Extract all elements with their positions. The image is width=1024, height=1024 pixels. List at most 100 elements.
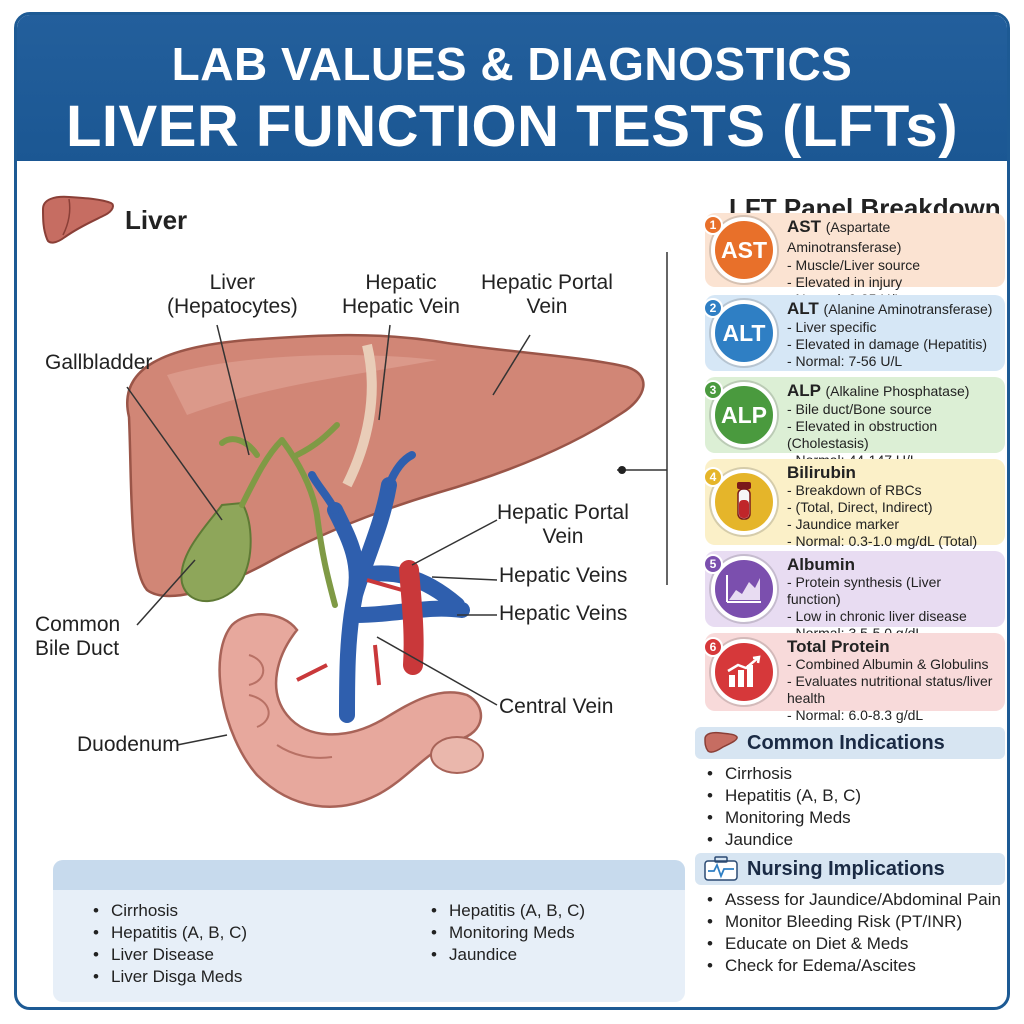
label-portal-right: Hepatic Portal Vein: [497, 501, 629, 548]
alt-number: 2: [703, 298, 723, 318]
header-banner: LAB VALUES & DIAGNOSTICS LIVER FUNCTION …: [17, 15, 1007, 161]
albumin-badge: 5: [703, 554, 777, 622]
duodenum-opening: [430, 736, 484, 774]
liver-lobe: [126, 333, 645, 598]
bottom-item: Liver Disga Meds: [93, 966, 247, 988]
label-portal-top: Hepatic Portal Vein: [481, 271, 613, 318]
bottom-item: Jaundice: [431, 944, 585, 966]
ast-number: 1: [703, 215, 723, 235]
card-albumin: 5 Albumin - Protein synthesis (Liver fun…: [703, 551, 1005, 641]
albumin-line-1: - Protein synthesis (Liver function): [787, 574, 942, 607]
bilirubin-line-3: - Jaundice marker: [787, 516, 900, 532]
label-hepatic-veins-1: Hepatic Veins: [499, 564, 628, 587]
connector-dot: [618, 466, 626, 474]
bile-ducts: [219, 422, 340, 608]
alp-number: 3: [703, 380, 723, 400]
alp-line-2: - Elevated in obstruction (Cholestasis): [787, 418, 938, 451]
nursing-list: Assess for Jaundice/Abdominal Pain Monit…: [707, 889, 1001, 977]
blue-vein: [327, 477, 470, 723]
card-ast: AST 1 AST (Aspartate Aminotransferase) -…: [703, 213, 1005, 307]
bottom-item: Cirrhosis: [93, 900, 247, 922]
albumin-number: 5: [703, 554, 723, 574]
albumin-line-2: - Low in chronic liver disease: [787, 608, 967, 624]
duodenum-folds: [248, 654, 333, 759]
alt-line-3: - Normal: 7-56 U/L: [787, 353, 903, 369]
bottom-item: Hepatitis (A, B, C): [93, 922, 247, 944]
alp-title: ALP (Alkaline Phosphatase): [787, 381, 970, 400]
indications-list: Cirrhosis Hepatitis (A, B, C) Monitoring…: [707, 763, 861, 851]
card-total-protein: 6 Total Protein - Combined Albumin & Glo…: [703, 633, 1005, 723]
gallbladder-shape: [180, 501, 252, 602]
card-alp: ALP 3 ALP (Alkaline Phosphatase) - Bile …: [703, 377, 1005, 468]
bottom-list-col1: Cirrhosis Hepatitis (A, B, C) Liver Dise…: [93, 900, 247, 988]
bilirubin-number: 4: [703, 467, 723, 487]
header-line2: LIVER FUNCTION TESTS (LFTs): [65, 94, 959, 159]
bottom-summary-box: Cirrhosis Hepatitis (A, B, C) Liver Dise…: [53, 860, 685, 1002]
trend-chart-icon: [726, 575, 761, 603]
label-central-vein: Central Vein: [499, 695, 614, 718]
alt-title: ALT (Alanine Aminotransferase): [787, 299, 993, 318]
indications-title: Common Indications: [747, 731, 945, 754]
bilirubin-title: Bilirubin: [787, 463, 856, 482]
bottom-list-col2: Hepatitis (A, B, C) Monitoring Meds Jaun…: [431, 900, 585, 966]
red-arrow-2: [296, 663, 328, 682]
bottom-item: Hepatitis (A, B, C): [431, 900, 585, 922]
card-bilirubin: 4 Bilirubin - Breakdown of RBCs - (Total…: [703, 459, 1005, 549]
total-protein-title: Total Protein: [787, 637, 890, 656]
label-hepatic-veins-2: Hepatic Veins: [499, 602, 628, 625]
albumin-title: Albumin: [787, 555, 855, 574]
blue-vein-branches: [308, 451, 416, 514]
ast-line-2: - Elevated in injury: [787, 274, 903, 290]
nursing-item: Monitor Bleeding Risk (PT/INR): [707, 911, 1001, 933]
medical-kit-icon: [704, 856, 738, 881]
label-liver-hepatocytes: Liver (Hepatocytes): [167, 271, 298, 318]
liver-small-icon: [704, 731, 738, 753]
header-line1: LAB VALUES & DIAGNOSTICS: [171, 38, 853, 90]
falciform-ligament: [342, 343, 377, 488]
indication-item: Hepatitis (A, B, C): [707, 785, 861, 807]
total-protein-number: 6: [703, 637, 723, 657]
card-alt: ALT 2 ALT (Alanine Aminotransferase) - L…: [703, 295, 1005, 371]
label-hepatic-vein-top: Hepatic Hepatic Vein: [342, 271, 460, 318]
bilirubin-line-1: - Breakdown of RBCs: [787, 482, 922, 498]
bar-growth-icon: [727, 655, 761, 687]
total-protein-badge: 6: [703, 637, 777, 705]
total-protein-line-1: - Combined Albumin & Globulins: [787, 656, 989, 672]
duodenum-shape: [218, 613, 483, 808]
label-duodenum: Duodenum: [77, 733, 180, 756]
liver-heading: Liver: [39, 193, 187, 247]
alt-line-2: - Elevated in damage (Hepatitis): [787, 336, 987, 352]
indication-item: Cirrhosis: [707, 763, 861, 785]
leader-lines: [126, 252, 668, 746]
liver-anatomy-diagram: [126, 252, 668, 808]
alt-badge: ALT 2: [703, 298, 777, 366]
ast-badge: AST 1: [703, 215, 777, 283]
nursing-item: Assess for Jaundice/Abdominal Pain: [707, 889, 1001, 911]
blood-tube-icon: [737, 482, 751, 520]
total-protein-line-3: - Normal: 6.0-8.3 g/dL: [787, 707, 924, 723]
red-arrow-1: [366, 578, 403, 592]
bilirubin-line-4: - Normal: 0.3-1.0 mg/dL (Total): [787, 533, 978, 549]
nursing-item: Check for Edema/Ascites: [707, 955, 1001, 977]
ast-line-1: - Muscle/Liver source: [787, 257, 921, 273]
alp-badge: ALP 3: [703, 380, 777, 448]
red-vessel: [399, 560, 424, 675]
liver-title: Liver: [125, 204, 188, 235]
alt-line-1: - Liver specific: [787, 319, 877, 335]
nursing-title: Nursing Implications: [747, 857, 945, 880]
total-protein-line-2: - Evaluates nutritional status/liver hea…: [787, 673, 993, 706]
nursing-item: Educate on Diet & Meds: [707, 933, 1001, 955]
indication-item: Jaundice: [707, 829, 861, 851]
nursing-heading: Nursing Implications: [695, 853, 1005, 885]
alp-line-1: - Bile duct/Bone source: [787, 401, 932, 417]
ast-title: AST (Aspartate Aminotransferase): [787, 217, 902, 255]
bottom-summary-header-bar: [53, 860, 685, 890]
label-common-bile-duct: Common Bile Duct: [35, 613, 121, 660]
indication-item: Monitoring Meds: [707, 807, 861, 829]
label-gallbladder: Gallbladder: [45, 351, 153, 374]
liver-icon: [41, 195, 114, 244]
infographic-frame: LAB VALUES & DIAGNOSTICS LIVER FUNCTION …: [14, 12, 1010, 1010]
red-arrow-3: [373, 644, 381, 686]
bilirubin-badge: 4: [703, 467, 777, 535]
bottom-item: Monitoring Meds: [431, 922, 585, 944]
